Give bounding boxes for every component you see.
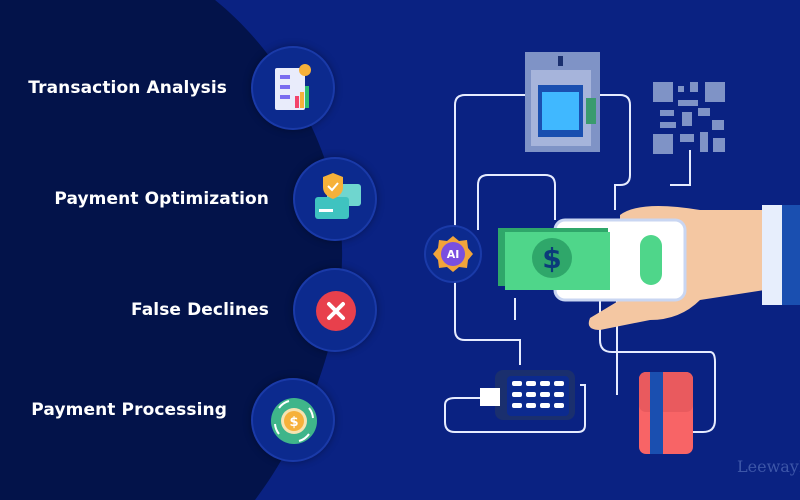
watermark-logo: LeewayHe [737, 457, 800, 476]
feature-label-transaction-analysis: Transaction Analysis [28, 78, 227, 98]
secure-card-icon [315, 173, 361, 219]
ai-badge-icon: AI [424, 225, 482, 283]
card-terminal-icon [480, 370, 575, 420]
atm-machine-icon [525, 52, 600, 152]
feature-label-false-declines: False Declines [130, 300, 269, 320]
credit-card-icon [639, 372, 693, 454]
feature-label-payment-optimization: Payment Optimization [54, 189, 269, 209]
coin-cycle-icon: $ [271, 398, 317, 444]
feature-circle-transaction-analysis [251, 46, 335, 130]
cash-bill-icon: $ [498, 228, 610, 290]
report-chart-icon [275, 64, 311, 110]
svg-text:$: $ [542, 242, 561, 275]
feature-circle-false-declines [293, 268, 377, 352]
svg-text:$: $ [289, 415, 298, 430]
feature-label-payment-processing: Payment Processing [31, 400, 227, 420]
x-circle-icon [316, 291, 356, 331]
feature-circle-payment-processing: $ [251, 378, 335, 462]
qr-code-icon [653, 82, 725, 154]
feature-circle-payment-optimization [293, 157, 377, 241]
svg-text:AI: AI [447, 248, 460, 261]
